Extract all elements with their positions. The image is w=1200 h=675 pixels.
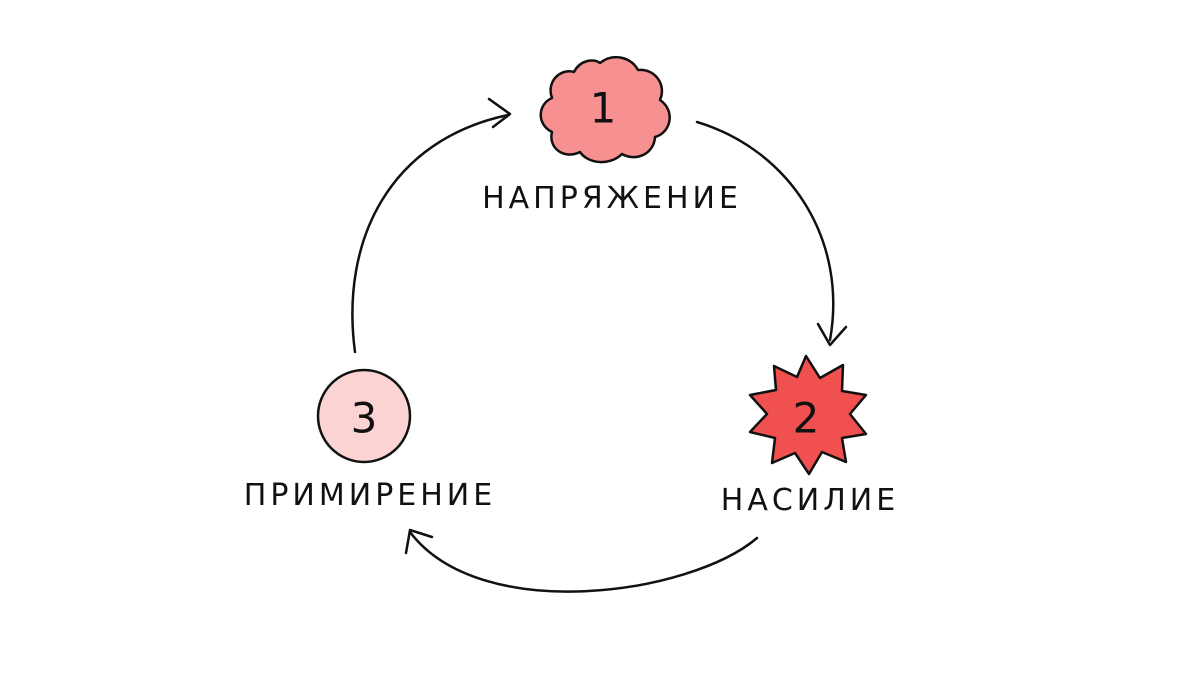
stage-2-number: 2 [793,394,820,443]
stage-1-label: НАПРЯЖЕНИЕ [482,181,742,216]
stage-3-label: ПРИМИРЕНИЕ [244,478,496,513]
arrow-violence-to-reconciliation [404,528,759,593]
stage-3-reconciliation: 3 ПРИМИРЕНИЕ [244,368,496,513]
stage-1-tension: 1 НАПРЯЖЕНИЕ [482,55,742,216]
stage-2-badge [748,354,868,476]
stage-2-violence: 2 НАСИЛИЕ [721,354,899,518]
stage-3-number: 3 [351,394,378,443]
stage-3-badge [316,368,412,464]
stage-1-number: 1 [590,84,617,133]
stage-1-badge [539,55,671,164]
arrow-tension-to-violence [695,120,848,347]
stage-2-label: НАСИЛИЕ [721,483,899,518]
arrow-reconciliation-to-tension [351,97,512,354]
